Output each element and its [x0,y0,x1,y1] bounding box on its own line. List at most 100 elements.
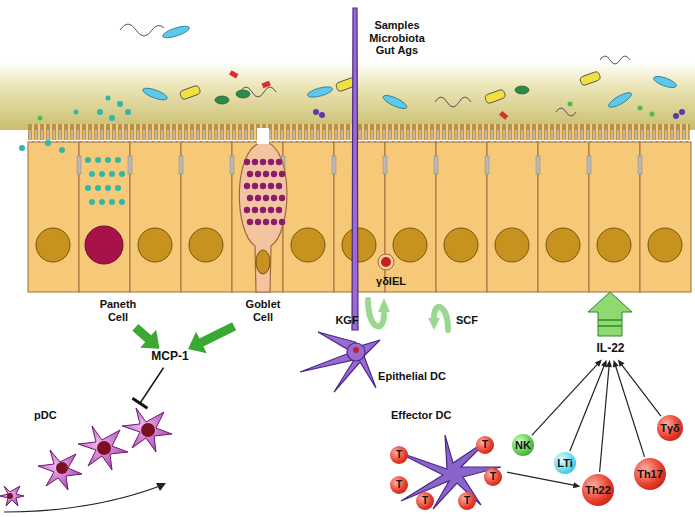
annotation-label: γδIEL [375,275,407,288]
nucleus [393,228,427,262]
mucin-granule [260,207,266,213]
tight-junction [77,156,81,174]
mucin-granule [255,219,261,225]
nucleus [444,228,478,262]
mucin-granule [252,159,258,165]
nucleus [138,228,172,262]
node-text: IL-22 [594,342,627,356]
granule [99,171,105,177]
epithelial-cell [283,142,334,292]
arrow-connector [188,326,234,353]
cytokine-label: IL-22 [594,342,627,358]
paneth-nucleus [85,226,123,264]
mucin-granule [268,207,274,213]
granule [109,171,115,177]
t-cell: T [458,492,476,510]
mucin-granule [263,195,269,201]
mucin-granule [260,183,266,189]
granule [85,157,91,163]
epithelial-cell [487,142,538,292]
node-text: NK [515,439,531,452]
nucleus [648,228,682,262]
effector-dc: Effector DCTTTTTT [385,405,505,515]
cell-label: Paneth Cell [91,298,145,326]
mucin-granule [268,183,274,189]
epithelial-cell [640,142,691,292]
nucleus [495,228,529,262]
granule [119,171,125,177]
granule [99,199,105,205]
mucin-granule [263,219,269,225]
node-text: T [396,479,402,491]
nucleus [546,228,580,262]
mucin-granule [271,195,277,201]
mucin-granule [252,207,258,213]
epithelial-cell [181,142,232,292]
tight-junction [230,156,234,174]
mucin-granule [276,207,282,213]
node-text: Th17 [637,468,663,481]
arrow-connector [570,360,607,451]
node-text: T [422,495,428,507]
granule [109,199,115,205]
granule [115,185,121,191]
tight-junction [128,156,132,174]
node-text: T [396,449,402,461]
mucin-granule [244,159,250,165]
node-text: T [464,495,470,507]
th17-cell: Th17 [634,458,666,490]
granule [89,171,95,177]
mucin-granule [268,159,274,165]
annotation-label: SCF [455,314,479,327]
arrow-connector [600,360,612,472]
epithelial-cell [28,142,79,292]
epithelial-cell [385,142,436,292]
granule [95,185,101,191]
arrow-connector [618,360,661,416]
nucleus [597,228,631,262]
tight-junction [638,156,642,174]
tight-junction [332,156,336,174]
mucin-granule [244,183,250,189]
node-text: MCP-1 [149,350,191,364]
annotation-label: Samples Microbiota Gut Ags [363,19,431,57]
annotation-label: KGF [334,314,360,327]
mucin-granule [263,171,269,177]
mucin-granule [247,219,253,225]
nucleus [36,228,70,262]
th22-cell: Th22 [582,474,614,506]
cell-label: Goblet Cell [236,298,290,326]
mucin-granule [255,195,261,201]
epithelial-cell [79,142,130,292]
node-text: pDC [34,409,172,422]
node-text: T [482,439,488,451]
node-text: T [490,471,496,483]
dendrite [395,435,501,509]
arrow-connector [135,327,159,348]
granule [95,157,101,163]
node-text: Th22 [585,484,611,497]
epithelial-cell [589,142,640,292]
mucin-granule [279,195,285,201]
t-cell: T [390,446,408,464]
tight-junction [485,156,489,174]
mucin-granule [244,207,250,213]
epithelial-cell [334,142,385,292]
mucin-granule [252,183,258,189]
pdc-group: pDC [28,405,178,513]
node-text: Tγδ [660,422,680,435]
granule [85,185,91,191]
lti-cell: LTi [554,452,576,474]
node-text: Paneth Cell [91,298,145,323]
nucleus [291,228,325,262]
granule [105,185,111,191]
mucin-granule [271,219,277,225]
mucin-granule [279,219,285,225]
t-cell: T [484,468,502,486]
granule [105,157,111,163]
mucin-granule [271,171,277,177]
cell-label: Epithelial DC [378,370,446,398]
arrow-connector [507,472,580,488]
